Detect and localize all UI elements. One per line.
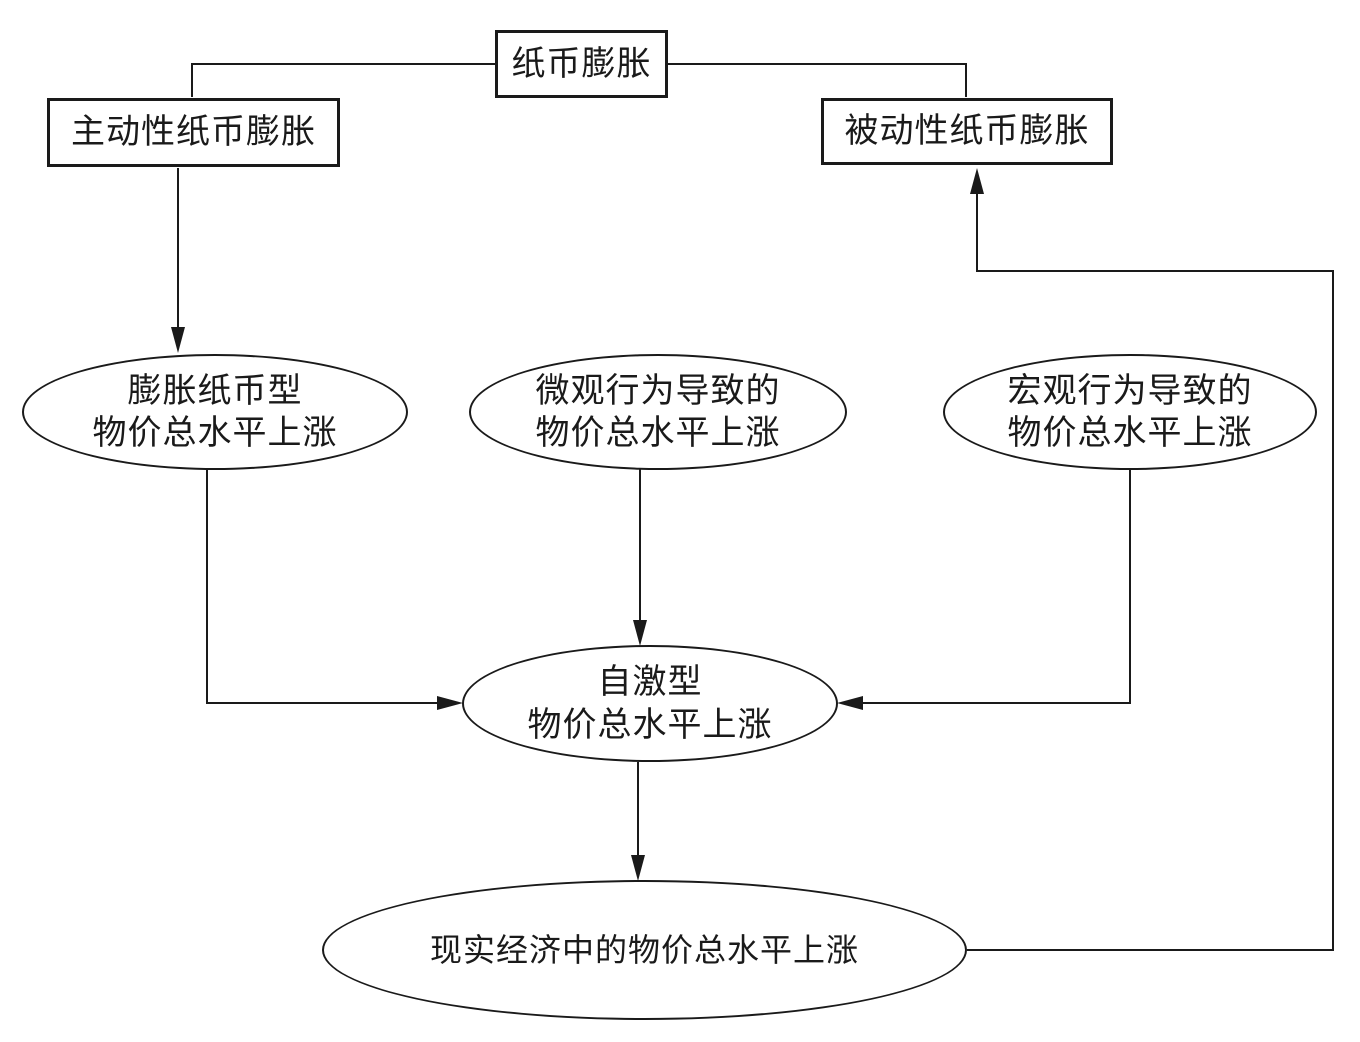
node-label-line1: 膨胀纸币型	[127, 370, 303, 411]
edge-root-to-passive	[668, 63, 967, 97]
arrowhead-down-icon	[631, 855, 645, 881]
node-label-line1: 自激型	[597, 662, 703, 702]
node-real-economy-price-rise: 现实经济中的物价总水平上涨	[322, 880, 967, 1020]
node-label: 现实经济中的物价总水平上涨	[429, 931, 859, 969]
node-inflated-currency-price-rise: 膨胀纸币型 物价总水平上涨	[22, 354, 408, 470]
node-label: 纸币膨胀	[511, 43, 652, 84]
arrowhead-up-icon	[970, 168, 984, 194]
node-label-line2: 物价总水平上涨	[527, 704, 773, 745]
node-self-excited-price-rise: 自激型 物价总水平上涨	[462, 645, 838, 762]
node-label-line1: 微观行为导致的	[535, 370, 781, 411]
node-label: 主动性纸币膨胀	[71, 112, 316, 153]
node-active-inflation: 主动性纸币膨胀	[47, 98, 340, 167]
edge-inflated-to-self	[206, 469, 437, 704]
arrowhead-right-icon	[437, 696, 463, 710]
node-label: 被动性纸币膨胀	[844, 111, 1090, 152]
node-label-line2: 物价总水平上涨	[92, 413, 338, 453]
node-label-line2: 物价总水平上涨	[535, 413, 781, 453]
edge-root-to-active	[191, 63, 495, 97]
edge-macro-to-self	[863, 469, 1131, 704]
arrowhead-down-icon	[633, 620, 647, 646]
edge-real-to-passive	[967, 194, 1334, 951]
node-micro-behavior-price-rise: 微观行为导致的 物价总水平上涨	[469, 354, 847, 470]
arrowhead-left-icon	[837, 696, 863, 710]
arrowhead-down-icon	[171, 327, 185, 353]
node-passive-inflation: 被动性纸币膨胀	[821, 98, 1113, 165]
node-label-line1: 宏观行为导致的	[1007, 370, 1253, 411]
node-label-line2: 物价总水平上涨	[1007, 413, 1253, 453]
node-paper-money-inflation: 纸币膨胀	[495, 30, 668, 98]
node-macro-behavior-price-rise: 宏观行为导致的 物价总水平上涨	[943, 354, 1317, 470]
